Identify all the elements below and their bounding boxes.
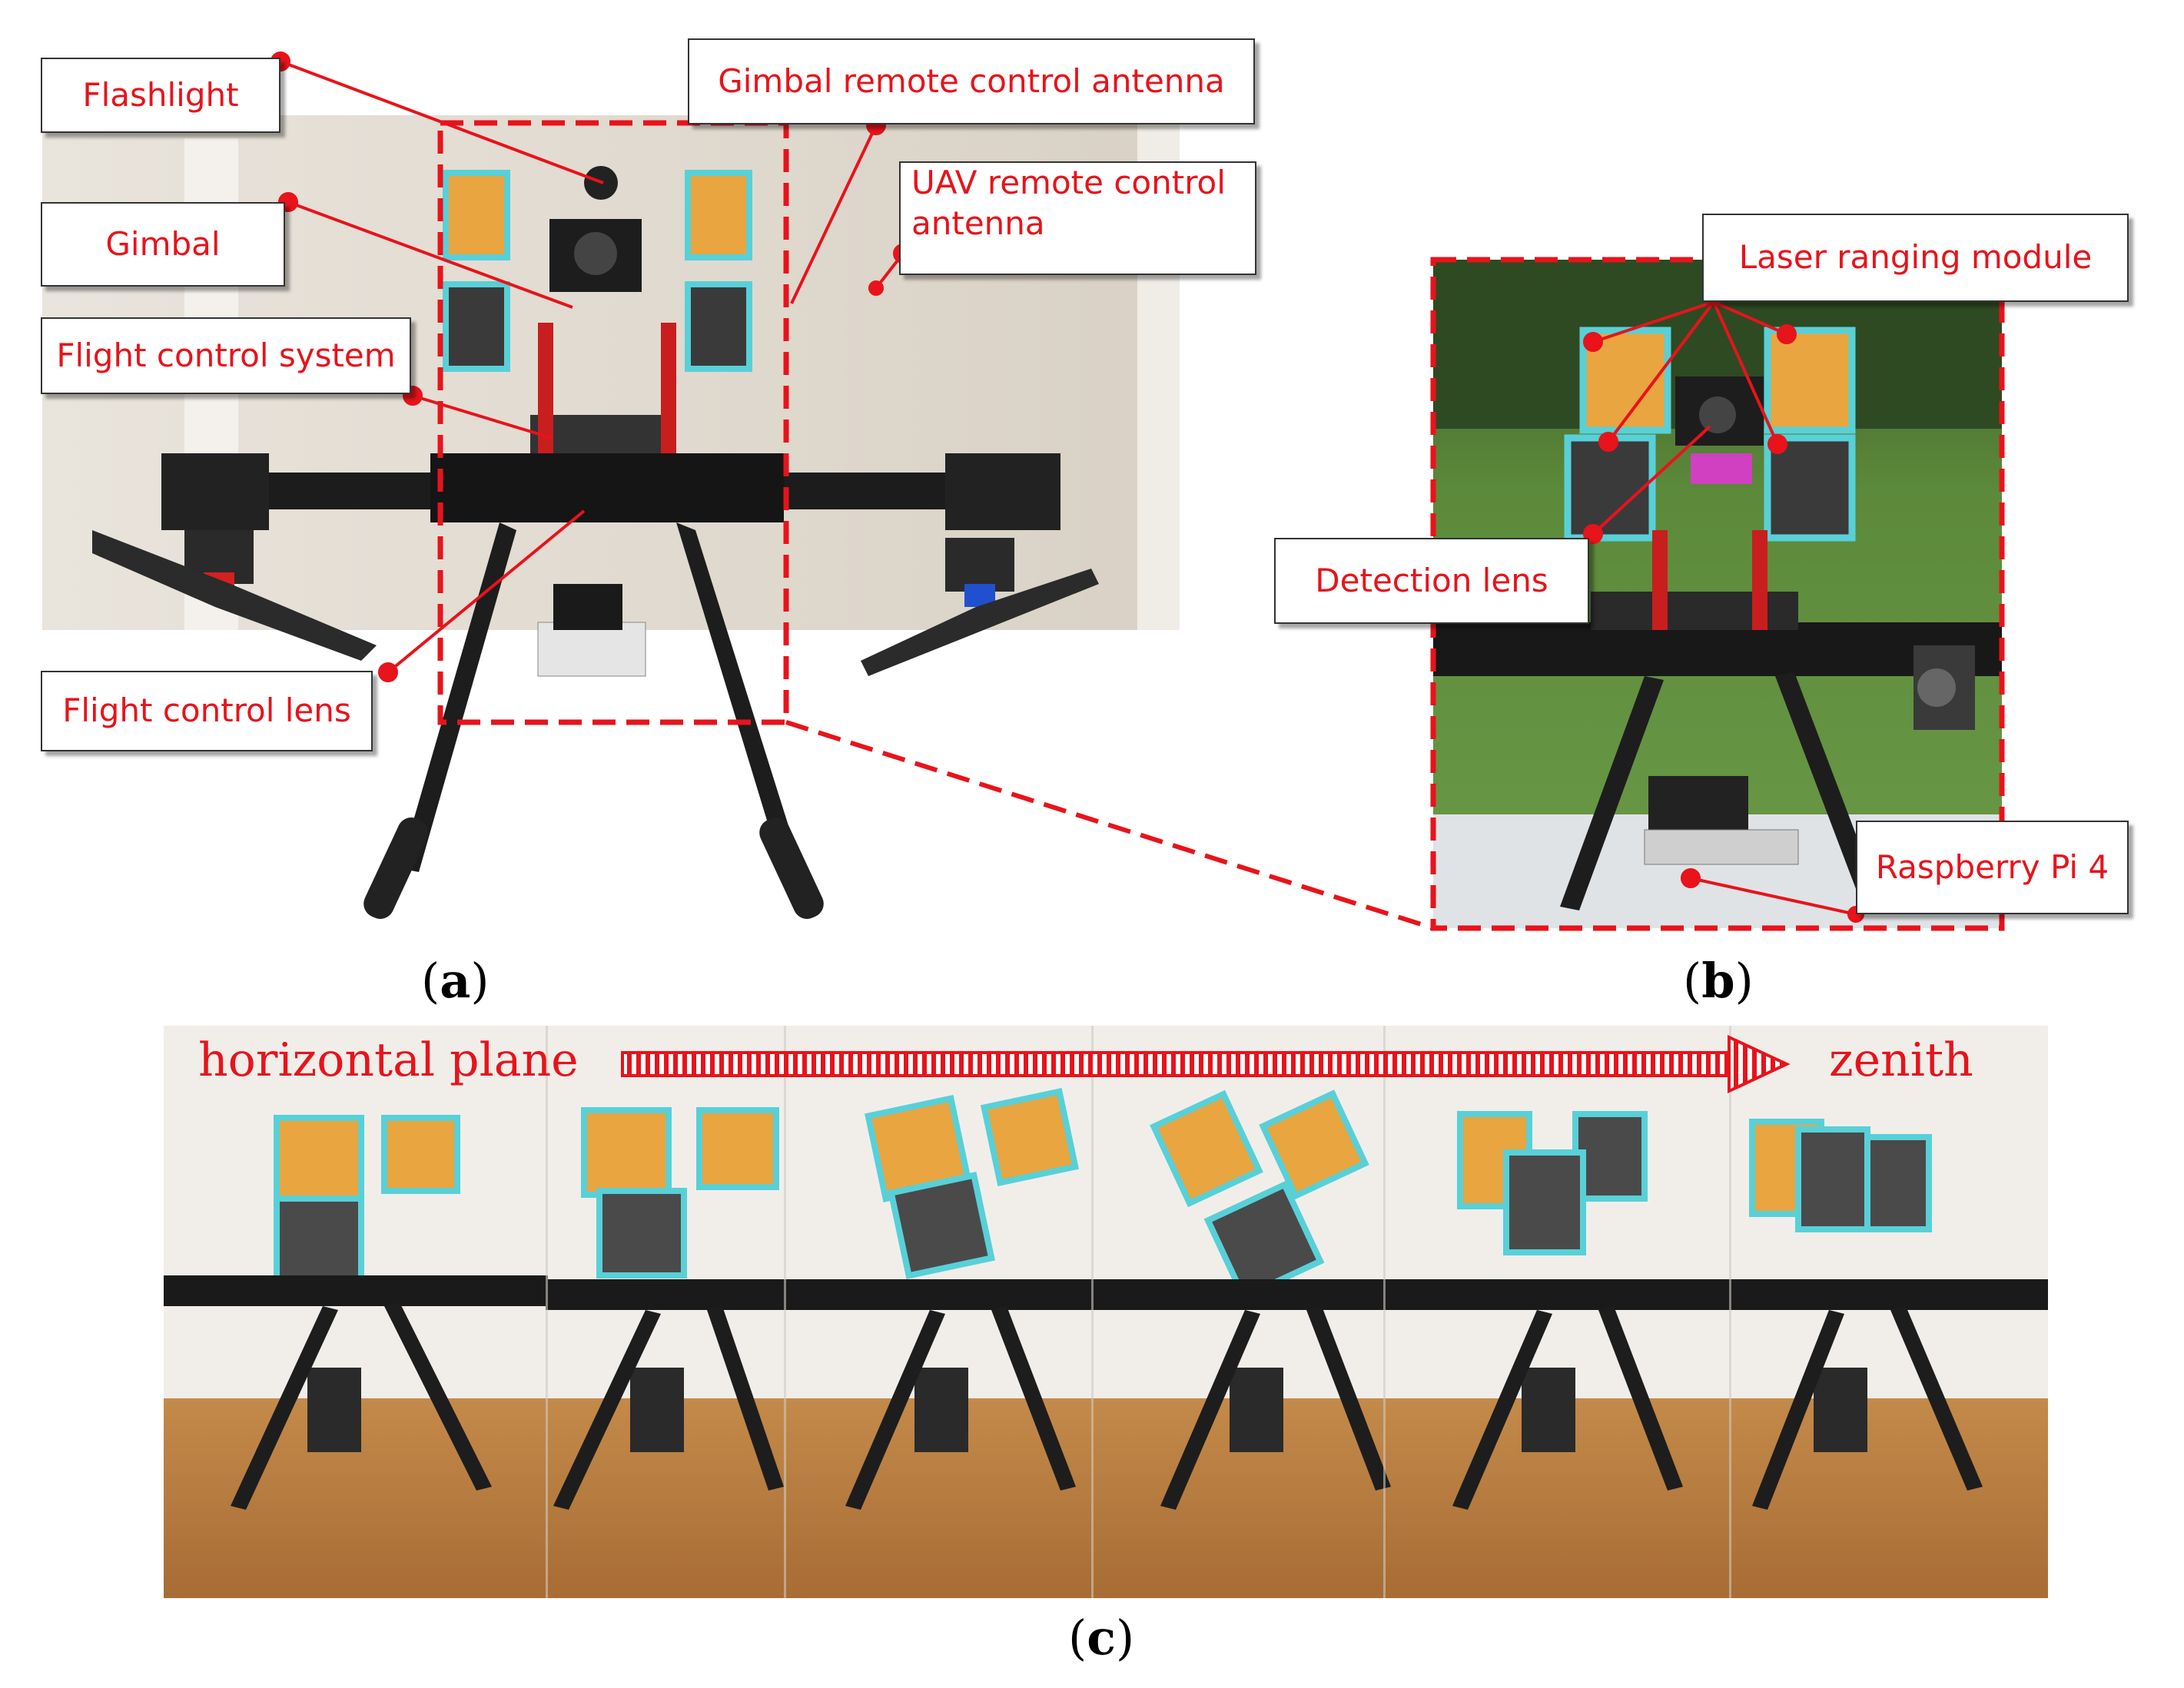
callout-uav-antenna-line1: UAV remote control	[911, 164, 1226, 201]
callout-flight-control-system: Flight control system	[41, 317, 411, 394]
sequence-frame-4	[1091, 1089, 1391, 1510]
callout-raspberry-pi-text: Raspberry Pi 4	[1875, 847, 2109, 886]
callout-flight-control-lens: Flight control lens	[41, 671, 373, 751]
panel-label-b: (b)	[1683, 953, 1754, 1009]
panel-label-c: (c)	[1068, 1610, 1135, 1666]
callout-flight-control-system-text: Flight control system	[56, 336, 396, 374]
callout-gimbal-text: Gimbal	[105, 224, 221, 263]
callout-flashlight: Flashlight	[41, 58, 280, 133]
panel-label-a: (a)	[421, 953, 490, 1009]
callout-laser-ranging-module: Laser ranging module	[1702, 214, 2129, 302]
sequence-start-label: horizontal plane	[198, 1033, 579, 1087]
zoom-connector-line	[785, 720, 1434, 930]
leader-laser-ranging-module	[1583, 300, 1797, 454]
direction-arrow	[621, 1034, 1791, 1094]
sequence-frame-2	[546, 1107, 784, 1510]
sequence-frame-6	[1729, 1119, 2048, 1510]
sequence-end-label: zenith	[1829, 1033, 1973, 1087]
zoom-region-box	[437, 120, 789, 725]
sequence-frame-5	[1383, 1111, 1729, 1510]
leader-flight-control-lens	[378, 509, 586, 682]
callout-gimbal: Gimbal	[41, 202, 285, 287]
callout-uav-antenna: UAV remote control antenna	[899, 161, 1256, 275]
callout-laser-ranging-module-text: Laser ranging module	[1738, 238, 2093, 277]
callout-gimbal-antenna-text: Gimbal remote control antenna	[718, 61, 1225, 100]
sequence-frame-1	[164, 1115, 548, 1510]
leader-flight-control-system	[403, 386, 553, 439]
callout-uav-antenna-line2: antenna	[911, 204, 1045, 242]
callout-detection-lens-text: Detection lens	[1315, 561, 1548, 599]
sequence-frame-3	[784, 1087, 1091, 1510]
callout-detection-lens: Detection lens	[1274, 538, 1589, 624]
panel-c-photo-strip	[164, 1026, 2048, 1598]
callout-flashlight-text: Flashlight	[82, 75, 239, 114]
callout-gimbal-antenna: Gimbal remote control antenna	[688, 38, 1255, 124]
callout-flight-control-lens-text: Flight control lens	[62, 691, 351, 730]
callout-raspberry-pi: Raspberry Pi 4	[1856, 821, 2129, 914]
